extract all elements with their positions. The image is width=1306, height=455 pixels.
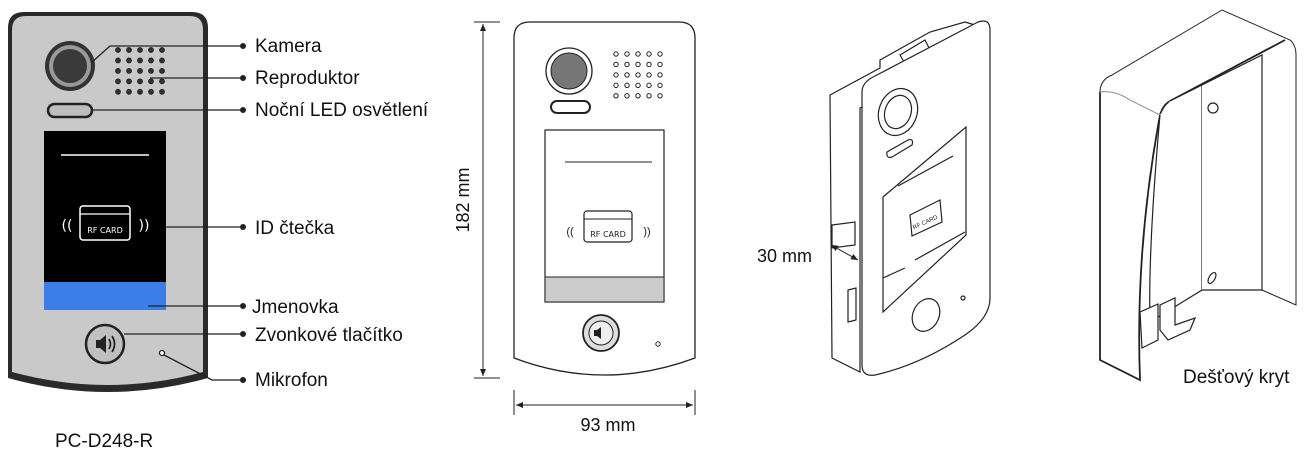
speaker-hole <box>137 78 143 85</box>
speaker-hole <box>624 51 630 57</box>
callout-camera: Kamera <box>255 36 322 57</box>
speaker-hole <box>624 82 630 89</box>
svg-text:)): )) <box>643 226 650 238</box>
speaker-hole <box>148 47 154 53</box>
speaker-hole <box>159 78 165 85</box>
speaker-hole <box>657 72 663 78</box>
speaker-hole <box>115 47 121 53</box>
callout-dots <box>240 43 246 383</box>
night-led <box>46 102 94 119</box>
camera-lens <box>45 41 95 91</box>
speaker-hole <box>613 61 619 68</box>
speaker-grille <box>115 47 165 95</box>
speaker-hole <box>646 72 652 78</box>
speaker-icon <box>96 335 106 353</box>
height-dimension <box>474 21 500 379</box>
speaker-hole <box>137 88 143 95</box>
front-view-device: RF CARD (( )) <box>8 12 208 392</box>
rf-card-text: RF CARD <box>87 226 122 235</box>
callout-id-reader: ID čtečka <box>255 218 335 239</box>
speaker-hole <box>159 68 165 74</box>
speaker-hole <box>624 93 630 99</box>
speaker-hole <box>646 61 652 68</box>
speaker-hole <box>613 51 619 57</box>
speaker-hole <box>148 88 154 95</box>
speaker-grille <box>613 51 663 99</box>
callout-nameplate: Jmenovka <box>252 297 339 318</box>
speaker-hole <box>115 57 121 64</box>
dimension-view-device: RF CARD (( )) <box>513 21 696 376</box>
speaker-hole <box>159 47 165 53</box>
speaker-hole <box>657 51 663 57</box>
width-label: 93 mm <box>580 415 635 435</box>
microphone-hole <box>158 349 166 357</box>
speaker-hole <box>126 57 132 64</box>
speaker-hole <box>148 68 154 74</box>
speaker-hole <box>635 82 641 89</box>
speaker-hole <box>126 47 132 53</box>
nameplate <box>44 282 166 310</box>
speaker-hole <box>646 51 652 57</box>
speaker-hole <box>126 68 132 74</box>
speaker-hole <box>635 51 641 57</box>
rain-cover <box>1099 9 1297 382</box>
rf-card-text: RF CARD <box>590 230 625 239</box>
speaker-hole <box>646 93 652 99</box>
speaker-hole <box>613 82 619 89</box>
speaker-hole <box>115 88 121 95</box>
callout-lines <box>91 45 243 381</box>
call-button[interactable] <box>84 323 126 365</box>
speaker-hole <box>635 72 641 78</box>
speaker-hole <box>657 93 663 99</box>
speaker-hole <box>646 82 652 89</box>
speaker-hole <box>126 78 132 85</box>
rf-card-icon: RF CARD (( )) <box>62 205 150 241</box>
speaker-hole <box>635 61 641 68</box>
speaker-hole <box>137 47 143 53</box>
speaker-hole <box>613 72 619 78</box>
speaker-hole <box>148 78 154 85</box>
callout-speaker: Reproduktor <box>255 68 360 89</box>
isometric-device: RF CARD <box>829 20 991 376</box>
rain-cover-label: Dešťový kryt <box>1183 367 1290 388</box>
speaker-hole <box>137 57 143 64</box>
speaker-hole <box>635 93 641 99</box>
speaker-hole <box>115 78 121 85</box>
speaker-hole <box>148 57 154 64</box>
speaker-hole <box>613 93 619 99</box>
depth-label: 30 mm <box>757 246 812 266</box>
callout-call-button: Zvonkové tlačítko <box>255 325 403 346</box>
svg-text:((: (( <box>62 218 73 234</box>
speaker-hole <box>115 68 121 74</box>
depth-dimension <box>830 244 859 261</box>
width-dimension <box>513 390 696 415</box>
speaker-hole <box>624 72 630 78</box>
height-label: 182 mm <box>453 167 473 232</box>
speaker-hole <box>159 57 165 64</box>
speaker-hole <box>137 68 143 74</box>
speaker-hole <box>624 61 630 68</box>
callout-led: Noční LED osvětlení <box>255 100 429 121</box>
svg-text:((: (( <box>566 226 574 238</box>
svg-text:)): )) <box>139 218 150 234</box>
callout-microphone: Mikrofon <box>255 370 328 391</box>
speaker-hole <box>126 88 132 95</box>
id-reader-screen <box>44 131 166 283</box>
speaker-hole <box>657 61 663 68</box>
speaker-hole <box>159 88 165 95</box>
model-name: PC-D248-R <box>55 431 153 452</box>
speaker-hole <box>657 82 663 89</box>
